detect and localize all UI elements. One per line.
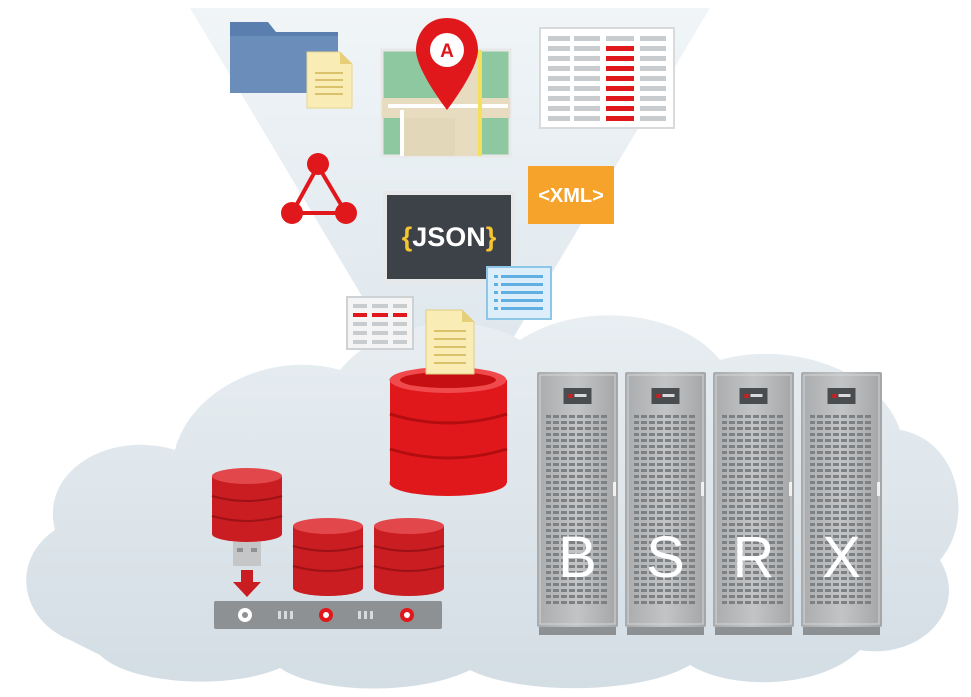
server-rack-2: S bbox=[625, 372, 706, 635]
map-marker-label: A bbox=[440, 41, 454, 62]
server-rack-1: B bbox=[537, 372, 618, 635]
server-rack-letter: R bbox=[733, 525, 775, 590]
list-document-icon bbox=[486, 266, 552, 320]
server-rack-4: X bbox=[801, 372, 882, 635]
spreadsheet-icon bbox=[539, 27, 675, 129]
server-vent-grille bbox=[722, 412, 785, 605]
server-vent-grille bbox=[634, 412, 697, 605]
map-marker-icon bbox=[416, 18, 478, 110]
json-text: JSON bbox=[412, 222, 486, 252]
json-open-brace: { bbox=[402, 222, 413, 252]
small-spreadsheet-icon bbox=[346, 296, 414, 350]
device-hub-bar bbox=[214, 601, 442, 629]
json-close-brace: } bbox=[486, 222, 497, 252]
server-rack-letter: S bbox=[646, 525, 685, 590]
database-icon-2 bbox=[373, 518, 445, 596]
server-rack-letter: B bbox=[558, 525, 597, 590]
graph-network-icon bbox=[281, 153, 357, 224]
portable-database-icon bbox=[211, 468, 283, 566]
database-icon-1 bbox=[292, 518, 364, 596]
server-status-panel-icon bbox=[739, 388, 768, 404]
document-icon bbox=[425, 309, 475, 375]
xml-badge-icon bbox=[528, 166, 614, 224]
server-rack-letter: X bbox=[822, 525, 861, 590]
json-label: {JSON} bbox=[402, 222, 497, 252]
server-rack-3: R bbox=[713, 372, 794, 635]
server-vent-grille bbox=[810, 412, 873, 605]
central-database-icon bbox=[389, 367, 508, 496]
server-status-panel-icon bbox=[827, 388, 856, 404]
folder-icon bbox=[230, 22, 353, 109]
server-status-panel-icon bbox=[651, 388, 680, 404]
arrow-down-icon bbox=[233, 570, 261, 597]
server-vent-grille bbox=[546, 412, 609, 605]
server-status-panel-icon bbox=[563, 388, 592, 404]
xml-label: <XML> bbox=[538, 185, 604, 207]
